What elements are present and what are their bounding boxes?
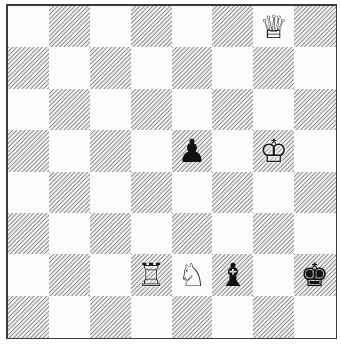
black-bishop-f2[interactable]: ♝ <box>212 254 253 295</box>
square-e4[interactable] <box>172 172 213 214</box>
square-d1[interactable] <box>131 296 172 338</box>
black-king-h2[interactable]: ♚ <box>294 254 335 295</box>
square-b3[interactable] <box>49 213 90 255</box>
square-e6[interactable] <box>172 89 213 131</box>
square-a4[interactable] <box>8 172 49 214</box>
square-h7[interactable] <box>294 47 335 89</box>
square-e7[interactable] <box>172 47 213 89</box>
square-g4[interactable] <box>253 172 294 214</box>
square-f7[interactable] <box>212 47 253 89</box>
chess-board: ♕ ♟ ♔ ♖♘♝ ♚ <box>8 6 335 337</box>
square-f1[interactable] <box>212 296 253 338</box>
square-g7[interactable] <box>253 47 294 89</box>
square-c3[interactable] <box>90 213 131 255</box>
square-f3[interactable] <box>212 213 253 255</box>
square-h8[interactable] <box>294 6 335 48</box>
square-a7[interactable] <box>8 47 49 89</box>
square-d4[interactable] <box>131 172 172 214</box>
square-b2[interactable] <box>49 254 90 296</box>
square-f8[interactable] <box>212 6 253 48</box>
square-a5[interactable] <box>8 130 49 172</box>
square-f6[interactable] <box>212 89 253 131</box>
square-g3[interactable] <box>253 213 294 255</box>
square-a8[interactable] <box>8 6 49 48</box>
white-knight-e2[interactable]: ♘ <box>172 254 213 295</box>
square-c5[interactable] <box>90 130 131 172</box>
square-b6[interactable] <box>49 89 90 131</box>
square-h4[interactable] <box>294 172 335 214</box>
square-b4[interactable] <box>49 172 90 214</box>
square-e1[interactable] <box>172 296 213 338</box>
square-e3[interactable] <box>172 213 213 255</box>
square-g1[interactable] <box>253 296 294 338</box>
square-f4[interactable] <box>212 172 253 214</box>
square-h6[interactable] <box>294 89 335 131</box>
square-g2[interactable] <box>253 254 294 296</box>
square-a2[interactable] <box>8 254 49 296</box>
white-king-g5[interactable]: ♔ <box>253 130 294 171</box>
square-e8[interactable] <box>172 6 213 48</box>
square-b1[interactable] <box>49 296 90 338</box>
square-c6[interactable] <box>90 89 131 131</box>
white-queen-g8[interactable]: ♕ <box>253 6 294 47</box>
square-h1[interactable] <box>294 296 335 338</box>
square-b7[interactable] <box>49 47 90 89</box>
square-d5[interactable] <box>131 130 172 172</box>
square-c4[interactable] <box>90 172 131 214</box>
black-pawn-e5[interactable]: ♟ <box>172 130 213 171</box>
square-d6[interactable] <box>131 89 172 131</box>
square-d7[interactable] <box>131 47 172 89</box>
square-d3[interactable] <box>131 213 172 255</box>
square-c7[interactable] <box>90 47 131 89</box>
white-rook-d2[interactable]: ♖ <box>131 254 172 295</box>
square-b5[interactable] <box>49 130 90 172</box>
square-a6[interactable] <box>8 89 49 131</box>
square-f5[interactable] <box>212 130 253 172</box>
square-d8[interactable] <box>131 6 172 48</box>
square-a3[interactable] <box>8 213 49 255</box>
square-h5[interactable] <box>294 130 335 172</box>
square-a1[interactable] <box>8 296 49 338</box>
square-h3[interactable] <box>294 213 335 255</box>
square-c8[interactable] <box>90 6 131 48</box>
square-c2[interactable] <box>90 254 131 296</box>
square-b8[interactable] <box>49 6 90 48</box>
chess-board-frame: ♕ ♟ ♔ ♖♘♝ ♚ <box>6 4 337 339</box>
square-g6[interactable] <box>253 89 294 131</box>
square-c1[interactable] <box>90 296 131 338</box>
